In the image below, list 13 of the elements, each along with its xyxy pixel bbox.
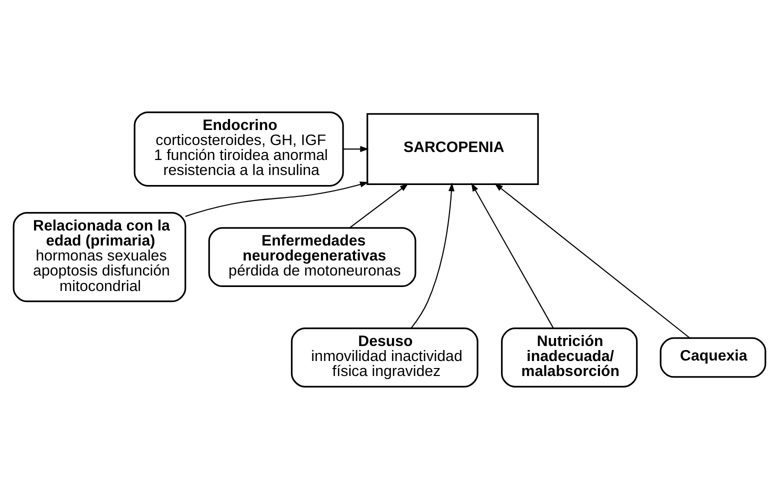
node-box: SARCOPENIA: [366, 113, 539, 185]
node-box: Caquexia: [660, 337, 766, 378]
arrow: [410, 182, 454, 329]
node-box: Desuso inmovilidad inactividad física ingravidez: [290, 328, 478, 388]
arrow: [343, 146, 369, 152]
node-box: Endocrino corticosteroides, GH, IGF 1 función tiroidea anormal resistencia a la insulina: [134, 112, 344, 187]
node-box: Enfermedades neurodegenerativas pérdida de motoneuronas: [208, 227, 416, 288]
node-box: Relacionada con la edad (primaria) hormonas sexuales apoptosis disfunción mitocondrial: [12, 212, 186, 302]
arrow: [185, 182, 369, 217]
node-box: Nutrición inadecuada/ malabsorción: [501, 328, 638, 388]
arrow: [349, 183, 409, 228]
arrow: [471, 182, 554, 328]
arrow: [494, 183, 690, 338]
